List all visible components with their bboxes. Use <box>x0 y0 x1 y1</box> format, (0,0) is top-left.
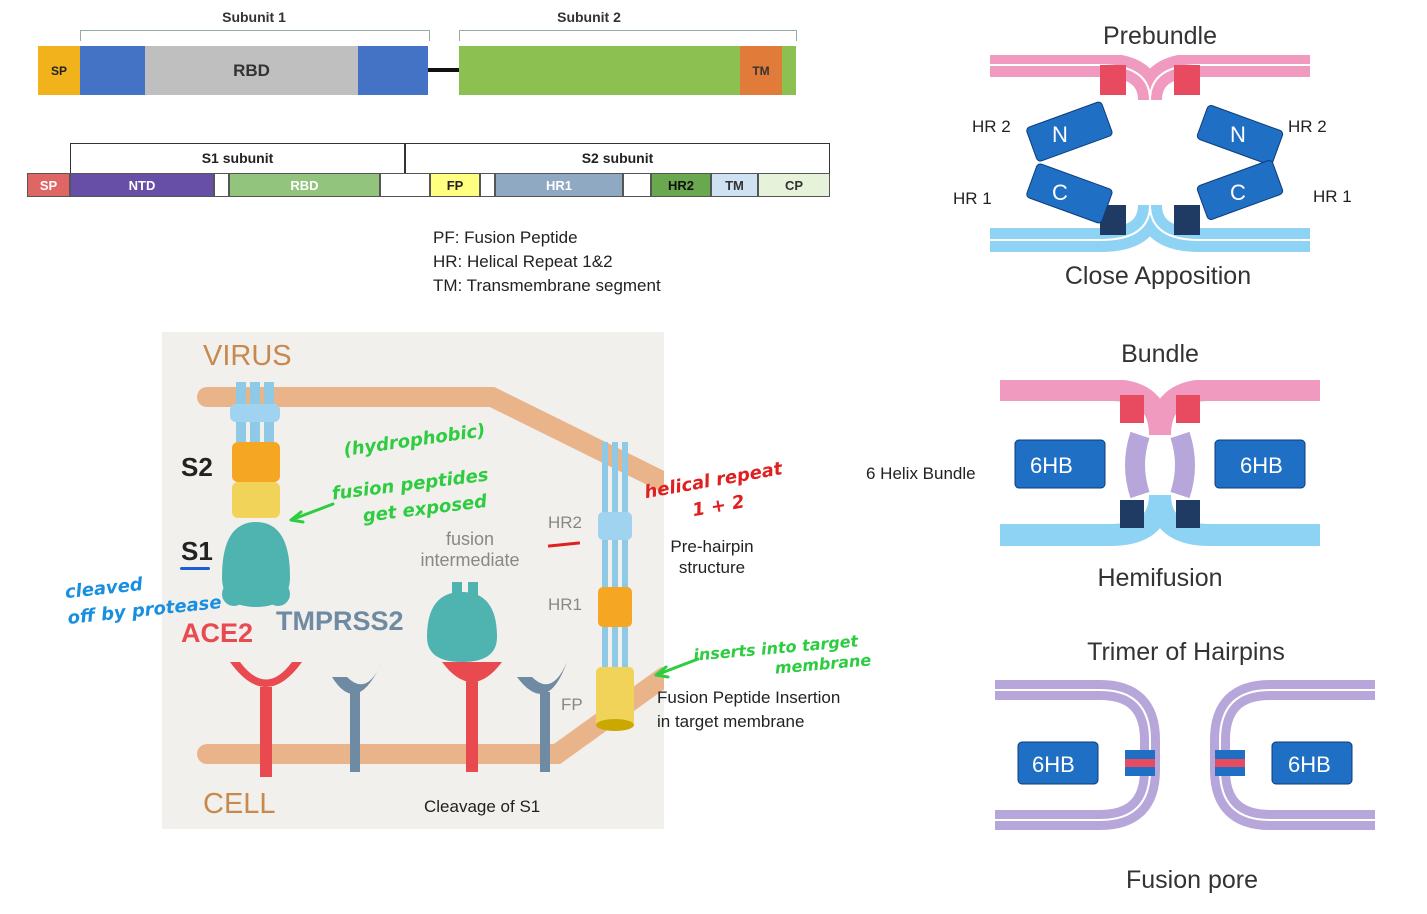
s2-subunit-box: S2 subunit <box>405 143 830 173</box>
bar1-blue-right <box>358 46 428 95</box>
subunit2-label: Subunit 2 <box>557 9 621 25</box>
bar1-linker <box>428 68 459 72</box>
bar2-hr2: HR2 <box>651 173 711 197</box>
prebundle-n-right: N <box>1230 122 1246 147</box>
fusion-intermediate-line2: intermediate <box>420 550 520 570</box>
bar2-gap1 <box>214 173 229 197</box>
fp-insertion-line1: Fusion Peptide Insertion <box>657 688 841 707</box>
bar2-cp: CP <box>758 173 830 197</box>
fp-insertion-line2: in target membrane <box>657 712 805 731</box>
bar2-gap3 <box>480 173 495 197</box>
hr2-left-label: HR 2 <box>972 117 1011 136</box>
bar2-tm: TM <box>711 173 758 197</box>
bar1-s2-segment <box>459 46 740 95</box>
bar1-rbd-segment: RBD <box>145 46 358 95</box>
six-hb-left-label: 6HB <box>1030 453 1073 478</box>
fusion-pore-title: Fusion pore <box>1125 866 1259 894</box>
bar1-end <box>782 46 796 95</box>
subunit1-label: Subunit 1 <box>222 9 286 25</box>
spike-s2-stalk <box>230 382 280 518</box>
fp-label: FP <box>561 695 583 714</box>
inserts-note: inserts into target membrane <box>693 630 872 685</box>
prebundle-title: Prebundle <box>1103 22 1217 50</box>
bar2-ntd: NTD <box>70 173 214 197</box>
s1-underline <box>180 567 210 570</box>
entry-diagram-art <box>197 382 664 777</box>
prebundle-c-left: C <box>1052 180 1068 205</box>
bar2-gap2 <box>380 173 430 197</box>
subunit2-brace <box>459 30 797 41</box>
fusion-peptides-arrow <box>289 502 335 524</box>
hr1-right-label: HR 1 <box>1313 187 1352 206</box>
pre-hairpin <box>596 442 634 731</box>
inserts-arrow <box>654 657 700 679</box>
fp-insertion-label: Fusion Peptide Insertion in target membr… <box>657 686 840 734</box>
bundle-art <box>1000 380 1320 546</box>
bar2-hr1: HR1 <box>495 173 623 197</box>
cell-membrane <box>197 667 664 764</box>
six-helix-bundle-label: 6 Helix Bundle <box>866 464 976 483</box>
bar2-sp: SP <box>27 173 70 197</box>
bar1-tm-segment: TM <box>740 46 782 95</box>
trimer-art <box>995 680 1375 830</box>
hr1-label: HR1 <box>548 595 583 614</box>
tmprss2-protease <box>332 662 382 772</box>
bar2-rbd: RBD <box>229 173 380 197</box>
s1-label: S1 <box>181 536 213 566</box>
s2-label: S2 <box>181 452 213 482</box>
legend-tm: TM: Transmembrane segment <box>433 276 661 295</box>
prebundle-n-left: N <box>1052 122 1068 147</box>
prebundle-c-right: C <box>1230 180 1246 205</box>
cleavage-label: Cleavage of S1 <box>424 797 541 816</box>
ace2-label: ACE2 <box>181 618 254 648</box>
legend-fp: PF: Fusion Peptide <box>433 228 578 247</box>
intermediate-spike <box>427 582 567 772</box>
helical-repeat-note: helical repeat 1 + 2 <box>643 456 789 531</box>
bundle-title: Bundle <box>1121 340 1199 368</box>
bar1-blue-left <box>80 46 145 95</box>
prebundle-art <box>990 55 1310 252</box>
fusion-intermediate-label: fusion intermediate <box>415 529 525 571</box>
pre-hairpin-line1: Pre-hairpin <box>670 537 754 556</box>
hemifusion-title: Hemifusion <box>1097 564 1223 592</box>
bar1-sp-segment: SP <box>38 46 80 95</box>
trimer-six-hb-right-label: 6HB <box>1288 752 1331 777</box>
fusion-intermediate-line1: fusion <box>445 529 495 549</box>
tmprss2-label: TMPRSS2 <box>276 606 404 636</box>
abbrev-legend: PF: Fusion Peptide HR: Helical Repeat 1&… <box>433 226 661 298</box>
ace2-receptor <box>230 662 302 777</box>
s1-subunit-box: S1 subunit <box>70 143 405 173</box>
subunit1-brace <box>80 30 430 41</box>
hr2-label: HR2 <box>548 513 583 532</box>
six-hb-right-label: 6HB <box>1240 453 1283 478</box>
spike-s1-head <box>222 522 290 607</box>
bar2-gap4 <box>623 173 651 197</box>
pre-hairpin-line2: structure <box>678 558 746 577</box>
virus-label: VIRUS <box>203 340 292 372</box>
close-apposition-title: Close Apposition <box>1064 262 1252 290</box>
trimer-six-hb-left-label: 6HB <box>1032 752 1075 777</box>
hr2-right-label: HR 2 <box>1288 117 1327 136</box>
cell-label: CELL <box>203 788 276 820</box>
hr1-left-label: HR 1 <box>953 189 992 208</box>
bar2-fp: FP <box>430 173 480 197</box>
pre-hairpin-label: Pre-hairpin structure <box>662 536 762 578</box>
legend-hr: HR: Helical Repeat 1&2 <box>433 252 613 271</box>
trimer-title: Trimer of Hairpins <box>1087 638 1285 666</box>
